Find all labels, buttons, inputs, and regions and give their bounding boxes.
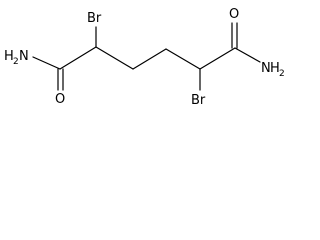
- bond-cbr-carbonyl-right: [199, 47, 236, 70]
- atom-br-bottom: Br: [191, 93, 206, 108]
- bond-skeleton: [32, 22, 261, 91]
- atom-h-right: H: [270, 61, 280, 76]
- atom-h-left: H: [4, 49, 14, 64]
- bond-cbr-ch2-left: [95, 46, 134, 70]
- atom-n-left: N: [19, 49, 29, 64]
- bond-carbonyl-cbr-left: [59, 46, 97, 70]
- atom-n-right: N: [261, 61, 271, 76]
- atom-o-left: O: [55, 92, 65, 107]
- bond-ch2-cbr-right: [165, 48, 201, 70]
- bond-ch2-ch2: [132, 48, 167, 70]
- atom-sub-right: 2: [279, 69, 285, 79]
- bond-carbonyl-n-right: [234, 47, 261, 63]
- chemical-structure: H 2 N O Br Br O N H 2: [4, 7, 285, 108]
- bond-n-carbonyl-left: [32, 56, 61, 70]
- atom-labels: H 2 N O Br Br O N H 2: [4, 7, 285, 108]
- atom-br-top: Br: [87, 11, 102, 26]
- atom-o-right: O: [229, 7, 239, 22]
- atom-sub-left: 2: [13, 57, 19, 67]
